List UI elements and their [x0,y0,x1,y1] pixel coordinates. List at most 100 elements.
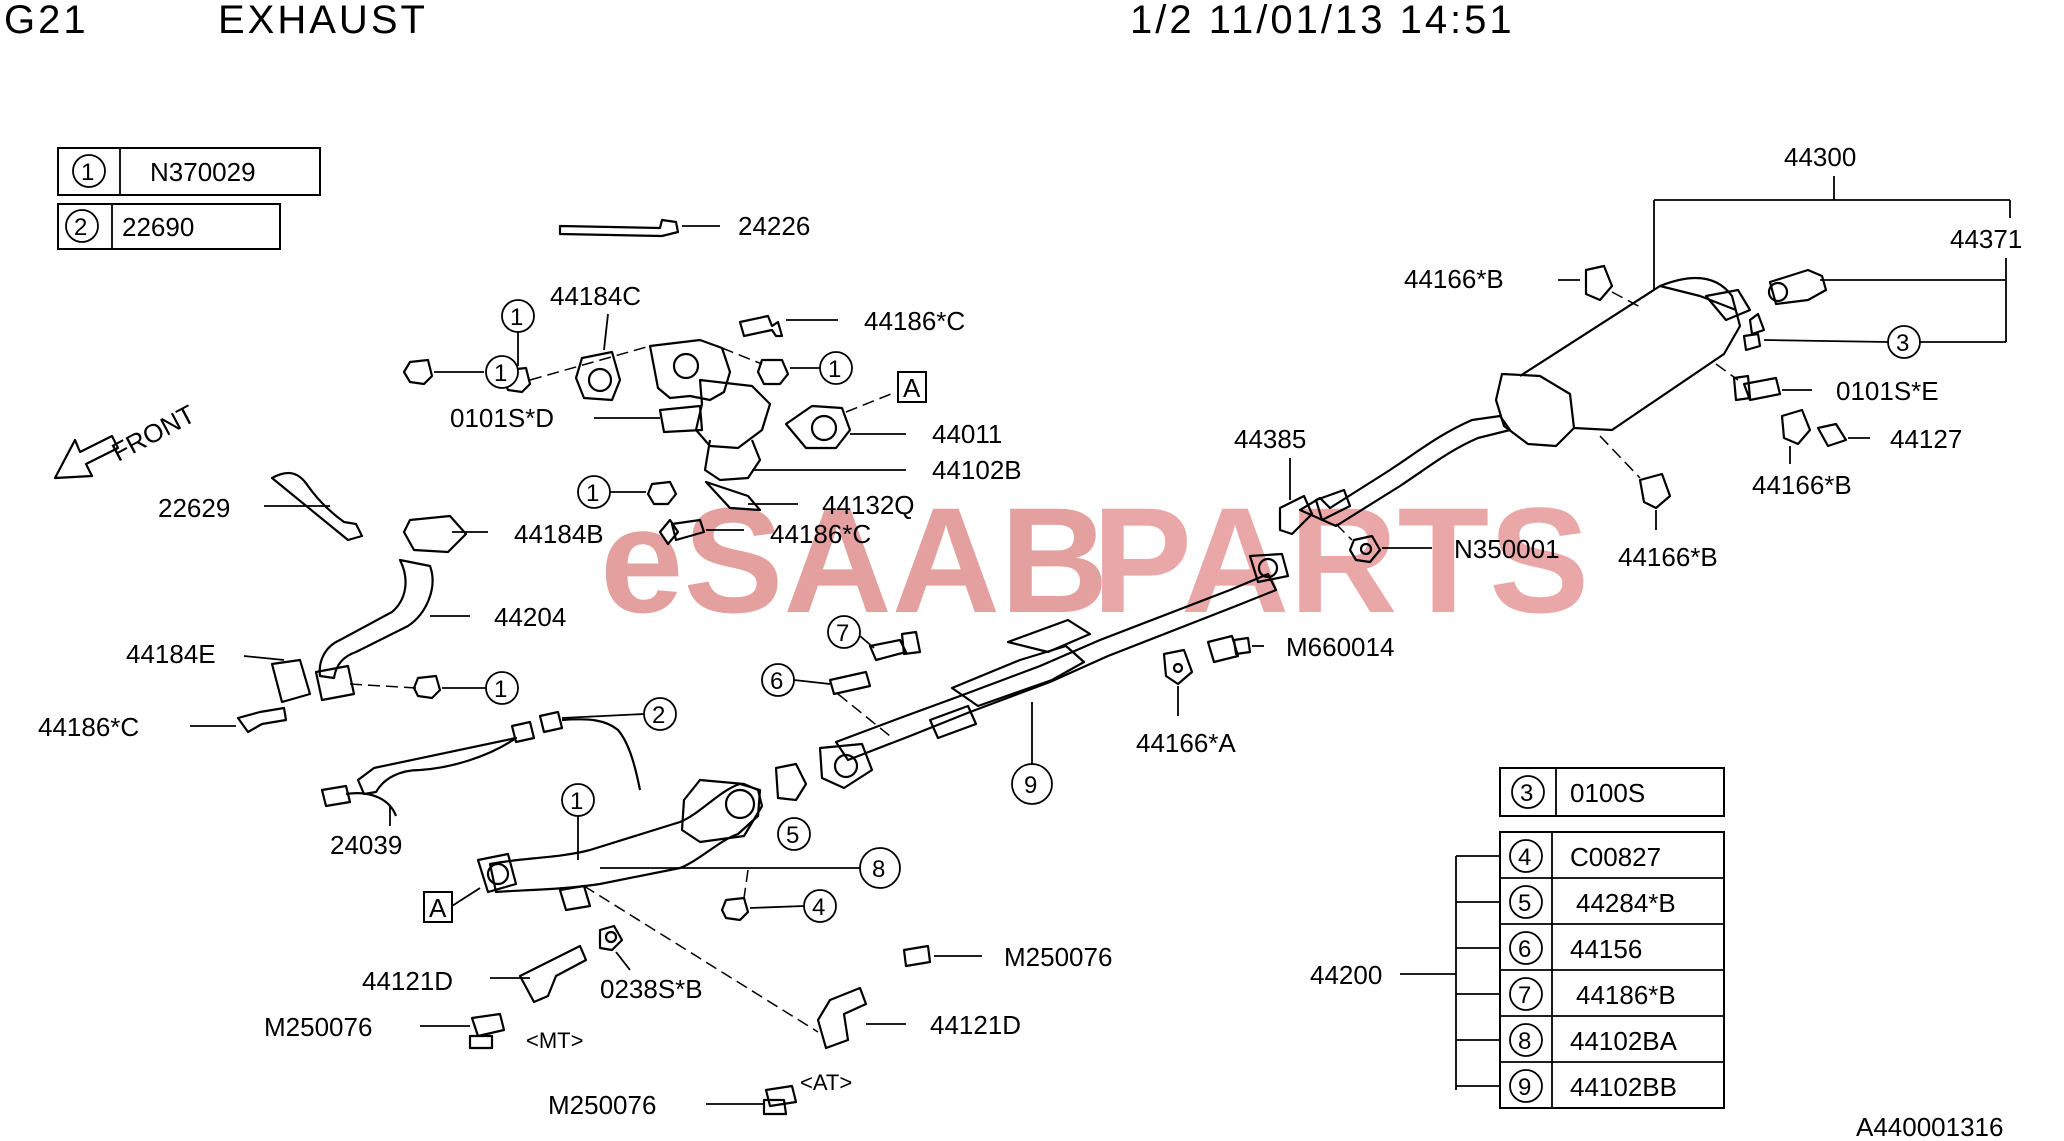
svg-text:3: 3 [1520,780,1533,807]
bolt-44186C-mid [658,518,706,546]
bolt-0101SD [658,404,704,434]
nut-4 [720,896,750,922]
label-44371: 44371 [1950,224,2022,254]
callout-4-icon [1509,839,1543,873]
label-0101SE: 0101S*E [1836,376,1939,406]
damper-44127 [1816,422,1848,448]
legend-top: 1 N370029 2 22690 [57,147,321,250]
connector-24039 [510,720,536,744]
legend-parent-44200: 44200 [1310,960,1382,990]
gasket-44184B [402,514,468,554]
bracket-44121D-at [816,986,868,1050]
bolt-M250076-bottom [762,1084,798,1116]
label-44132Q: 44132Q [822,490,915,520]
muffler-group: 44300 44371 3 44166*B 0101S*E 44166*B [1298,142,2022,572]
label-44204: 44204 [494,602,566,632]
svg-text:1: 1 [570,788,583,815]
label-M250076-right: M250076 [1004,942,1112,972]
label-44166A: 44166*A [1136,728,1236,758]
bolt-M250076-right [902,944,932,968]
label-44186C-mid: 44186*C [770,519,871,549]
label-M250076-bottom: M250076 [548,1090,656,1120]
nut-lower [646,480,678,506]
clamp-3 [1742,312,1766,352]
front-pipe-group: 22629 44184B 44204 44184E 44186*C [38,358,604,742]
callout-6-icon [1509,931,1543,965]
svg-text:6: 6 [1518,936,1531,963]
gasket-5 [774,762,808,802]
svg-text:A: A [429,893,447,923]
svg-text:3: 3 [1896,330,1909,357]
ref-box-A-top [897,371,927,403]
label-44385: 44385 [1234,424,1306,454]
callout-8-icon [1509,1023,1543,1057]
legend-part-44102BA: 44102BA [1570,1026,1678,1056]
label-M660014: M660014 [1286,632,1394,662]
gasket-44184C [574,350,622,402]
nut-front-pipe-top [402,358,434,386]
bracket-44121D-mt [518,944,588,1004]
ref-box-A-bottom [423,891,453,923]
label-at: <AT> [800,1070,852,1095]
front-arrow-icon: FRONT [53,399,200,480]
muffler-outlet [1704,288,1752,322]
svg-text:4: 4 [1518,844,1531,871]
nut-right [756,358,790,386]
legend-part-0100S: 0100S [1570,778,1645,808]
hanger-44166B-top [1584,264,1614,302]
callout-3-icon [1511,775,1545,809]
label-44184C: 44184C [550,281,641,311]
label-44186C-top: 44186*C [864,306,965,336]
part-24226: 24226 [558,211,810,241]
hanger-44166B-bottom [1638,472,1672,510]
svg-text:7: 7 [1518,982,1531,1009]
label-24039: 24039 [330,830,402,860]
svg-text:A: A [903,373,921,403]
svg-text:1: 1 [494,360,507,387]
nut-front-pipe-low [412,674,442,700]
callout-7-icon [1509,977,1543,1011]
connector-2 [538,710,564,734]
legend-right-single: 3 0100S [1499,767,1725,817]
legend-part-44102BB: 44102BB [1570,1072,1677,1102]
svg-text:1: 1 [828,356,841,383]
legend-right-group: 44200 4 C00827 5 44284*B 6 44156 7 44186… [1310,831,1725,1109]
nut-0238SB [598,924,624,952]
header-section-title: EXHAUST [218,0,428,42]
gasket-44184E [270,658,312,704]
label-44166B-bottom: 44166*B [1618,542,1718,572]
svg-text:1: 1 [81,159,94,186]
bracket-mt-group: 44121D 0238S*B M250076 <MT> [264,924,703,1053]
center-pipe-group: 9 7 6 44166*A M660014 44385 N350001 [761,424,1560,805]
svg-text:1: 1 [510,304,523,331]
callout-1-icon [72,154,106,188]
catalytic-converter-group: A 1 8 5 4 [423,762,901,1033]
label-44184B: 44184B [514,519,604,549]
label-N350001: N350001 [1454,534,1560,564]
svg-text:2: 2 [652,702,665,729]
svg-text:9: 9 [1024,772,1037,799]
label-44186C-left: 44186*C [38,712,139,742]
legend-part-C00827: C00827 [1570,842,1661,872]
exhaust-manifold-group: 44184C 44186*C 1 1 A 0101S*D [450,281,1022,549]
nut-N350001 [1348,534,1382,564]
label-44121D-right: 44121D [930,1010,1021,1040]
svg-text:6: 6 [770,668,783,695]
oxygen-sensor-group: 2 24039 [320,697,677,860]
callout-5-icon [1509,885,1543,919]
stud-6 [828,670,872,696]
label-0238SB: 0238S*B [600,974,703,1004]
front-label: FRONT [107,399,200,468]
bolt-0101SE [1732,374,1782,402]
sensor-22629 [270,471,364,542]
bolt-44186C-top [738,314,784,338]
gasket-44385 [1278,494,1314,536]
header-group-code: G21 [4,0,89,42]
flange-44204 [314,664,356,702]
label-0101SD: 0101S*D [450,403,554,433]
bolt-M660014 [1206,634,1252,664]
bracket-at-group: M250076 44121D M250076 <AT> [548,942,1112,1120]
manifold-body [648,338,732,402]
callouts-left: 1 1 [485,355,519,705]
svg-text:5: 5 [1518,890,1531,917]
